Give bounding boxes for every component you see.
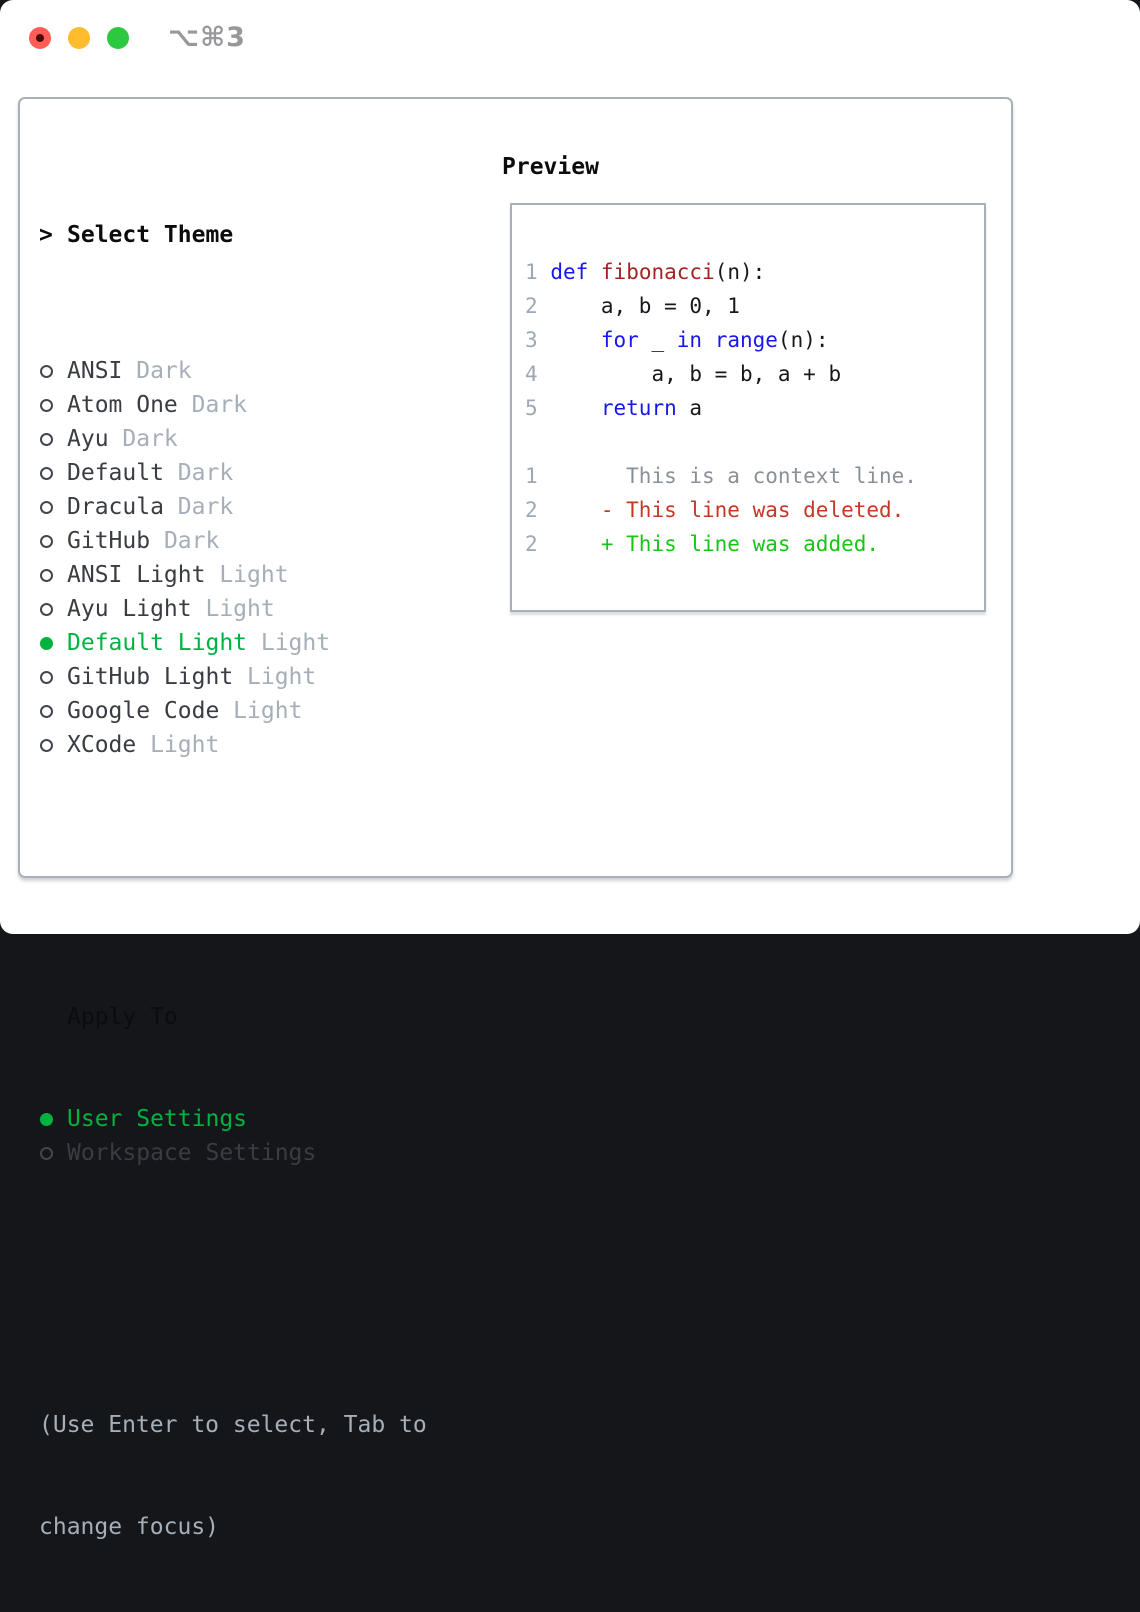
theme-variant-tag: Light [136,728,219,762]
zoom-button[interactable] [107,27,129,49]
theme-option-label: ANSI Light [67,558,205,592]
theme-option-ayu[interactable]: Ayu Dark [39,422,427,456]
theme-option-github-light[interactable]: GitHub Light Light [39,660,427,694]
theme-option-ansi[interactable]: ANSI Dark [39,354,427,388]
close-button[interactable] [29,27,51,49]
theme-variant-tag: Dark [164,456,233,490]
radio-icon [39,433,67,446]
code-line: 3 for _ in range(n): [525,323,917,357]
theme-variant-tag: Dark [150,524,219,558]
theme-option-label: GitHub Light [67,660,233,694]
record-dot-icon [36,34,44,42]
code-line: 5 return a [525,391,917,425]
spacer [39,1272,427,1306]
apply-to-option-label: Workspace Settings [67,1136,316,1170]
code-line: 2 a, b = 0, 1 [525,289,917,323]
theme-variant-tag: Light [205,558,288,592]
select-theme-title: Select Theme [67,218,233,252]
theme-option-ayu-light[interactable]: Ayu Light Light [39,592,427,626]
apply-to-option-workspace-settings[interactable]: Workspace Settings [39,1136,427,1170]
radio-selected-icon [39,637,67,650]
radio-icon [39,501,67,514]
theme-variant-tag: Dark [122,354,191,388]
theme-option-label: XCode [67,728,136,762]
code-line: 4 a, b = b, a + b [525,357,917,391]
theme-option-label: Google Code [67,694,219,728]
radio-icon [39,399,67,412]
theme-option-label: Dracula [67,490,164,524]
theme-variant-tag: Light [247,626,330,660]
theme-option-label: Default Light [67,626,247,660]
apply-to-title: Apply To [67,1000,427,1034]
radio-icon [39,671,67,684]
theme-variant-tag: Light [192,592,275,626]
code-line: 2 + This line was added. [525,527,917,561]
radio-icon [39,365,67,378]
help-text-line-1: (Use Enter to select, Tab to [39,1408,427,1442]
apply-to-option-user-settings[interactable]: User Settings [39,1102,427,1136]
theme-option-github[interactable]: GitHub Dark [39,524,427,558]
theme-option-xcode[interactable]: XCode Light [39,728,427,762]
traffic-lights [29,27,129,49]
theme-variant-tag: Dark [178,388,247,422]
theme-option-default-light[interactable]: Default Light Light [39,626,427,660]
code-line: 1 def fibonacci(n): [525,255,917,289]
theme-option-label: Ayu Light [67,592,192,626]
preview-title: Preview [502,150,599,184]
help-text-line-2: change focus) [39,1510,427,1544]
code-line: 2 - This line was deleted. [525,493,917,527]
apply-to-option-label: User Settings [67,1102,247,1136]
theme-variant-tag: Light [233,660,316,694]
radio-icon [39,603,67,616]
theme-option-dracula[interactable]: Dracula Dark [39,490,427,524]
theme-option-atom-one[interactable]: Atom One Dark [39,388,427,422]
radio-icon [39,1147,67,1160]
radio-icon [39,739,67,752]
minimize-button[interactable] [68,27,90,49]
spacer [39,864,427,898]
theme-option-label: Ayu [67,422,109,456]
theme-option-label: ANSI [67,354,122,388]
radio-icon [39,467,67,480]
window-shortcut-label: ⌥⌘3 [168,22,246,53]
select-theme-header: >Select Theme [39,218,427,252]
radio-icon [39,569,67,582]
theme-option-google-code[interactable]: Google Code Light [39,694,427,728]
theme-variant-tag: Light [219,694,302,728]
focus-caret-icon: > [39,218,67,252]
radio-icon [39,705,67,718]
radio-selected-icon [39,1113,67,1126]
radio-icon [39,535,67,548]
theme-variant-tag: Dark [164,490,233,524]
theme-option-label: Default [67,456,164,490]
theme-option-label: GitHub [67,524,150,558]
theme-option-label: Atom One [67,388,178,422]
code-line: 1 This is a context line. [525,459,917,493]
theme-variant-tag: Dark [109,422,178,456]
blank-line [525,425,917,459]
titlebar: ⌥⌘3 [0,0,1140,76]
theme-option-default[interactable]: Default Dark [39,456,427,490]
theme-option-ansi-light[interactable]: ANSI Light Light [39,558,427,592]
